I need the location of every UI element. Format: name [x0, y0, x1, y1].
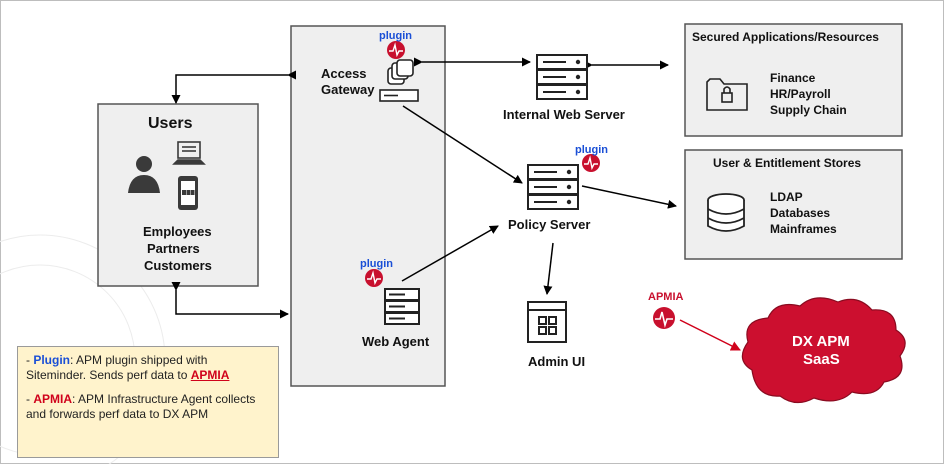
- web-agent-icon: [384, 288, 420, 325]
- database-icon: [707, 193, 745, 232]
- user-person-icon: [128, 156, 160, 193]
- plugin-tag-policy: plugin: [575, 144, 608, 156]
- web-agent-label: Web Agent: [362, 334, 430, 349]
- legend-plugin-target: APMIA: [190, 368, 230, 382]
- user-type-employees: Employees: [143, 224, 212, 239]
- legend-plugin-text: : APM plugin shipped with Siteminder. Se…: [26, 353, 208, 382]
- access-gateway-label-line1: Access: [321, 66, 367, 81]
- gateway-panel: [290, 25, 446, 387]
- users-title: Users: [148, 115, 193, 132]
- plugin-badge-icon-webagent: [365, 269, 383, 287]
- plugin-badge-icon-policy: [582, 154, 600, 172]
- connector-gateway-policy: [402, 105, 523, 184]
- policy-server-label: Policy Server: [508, 217, 591, 232]
- connector-apmia-saas: [679, 319, 741, 351]
- internal-web-server-icon: [536, 54, 588, 100]
- user-type-customers: Customers: [144, 258, 212, 273]
- saas-label-line1: DX APM: [792, 333, 850, 350]
- legend-bullet: -: [26, 392, 34, 406]
- user-type-partners: Partners: [147, 241, 200, 256]
- secured-apps-title: Secured Applications/Resources: [692, 30, 879, 44]
- legend-apmia-text: : APM Infrastructure Agent collects and …: [26, 392, 256, 421]
- store-mainframes: Mainframes: [770, 222, 837, 236]
- legend-box: - Plugin: APM plugin shipped with Sitemi…: [17, 346, 279, 458]
- saas-label-line2: SaaS: [803, 351, 840, 368]
- apmia-badge-icon: [653, 307, 675, 329]
- secured-app-hr-payroll: HR/Payroll: [770, 87, 831, 101]
- admin-ui-label: Admin UI: [528, 354, 586, 369]
- plugin-badge-icon-gateway: [387, 41, 405, 59]
- secured-app-supply-chain: Supply Chain: [770, 103, 847, 117]
- plugin-tag-webagent: plugin: [360, 258, 393, 270]
- apmia-tag: APMIA: [648, 291, 684, 303]
- laptop-icon: [172, 141, 206, 165]
- stores-title: User & Entitlement Stores: [713, 156, 862, 170]
- connector-webagent-policy: [401, 225, 499, 282]
- folder-lock-icon: [706, 78, 748, 111]
- admin-ui-icon: [527, 301, 567, 343]
- access-gateway-icon: [379, 59, 419, 102]
- legend-apmia-key: APMIA: [33, 392, 73, 406]
- internal-web-server-label: Internal Web Server: [503, 107, 625, 122]
- connector-users-gateway: [171, 70, 296, 104]
- policy-server-icon: [527, 164, 579, 210]
- legend-bullet: -: [26, 353, 34, 367]
- store-databases: Databases: [770, 206, 831, 220]
- legend-apmia-entry: - APMIA: APM Infrastructure Agent collec…: [26, 392, 270, 422]
- connector-users-webagent: [171, 282, 289, 319]
- mobile-phone-icon: [178, 176, 198, 210]
- legend-plugin-key: Plugin: [33, 353, 71, 367]
- store-ldap: LDAP: [770, 190, 803, 204]
- secured-app-finance: Finance: [770, 71, 816, 85]
- legend-plugin-entry: - Plugin: APM plugin shipped with Sitemi…: [26, 353, 270, 383]
- saas-cloud: [741, 297, 906, 404]
- access-gateway-label-line2: Gateway: [321, 82, 375, 97]
- plugin-tag-gateway: plugin: [379, 30, 412, 42]
- connector-policy-admin: [543, 242, 554, 295]
- connector-policy-stores: [581, 185, 677, 209]
